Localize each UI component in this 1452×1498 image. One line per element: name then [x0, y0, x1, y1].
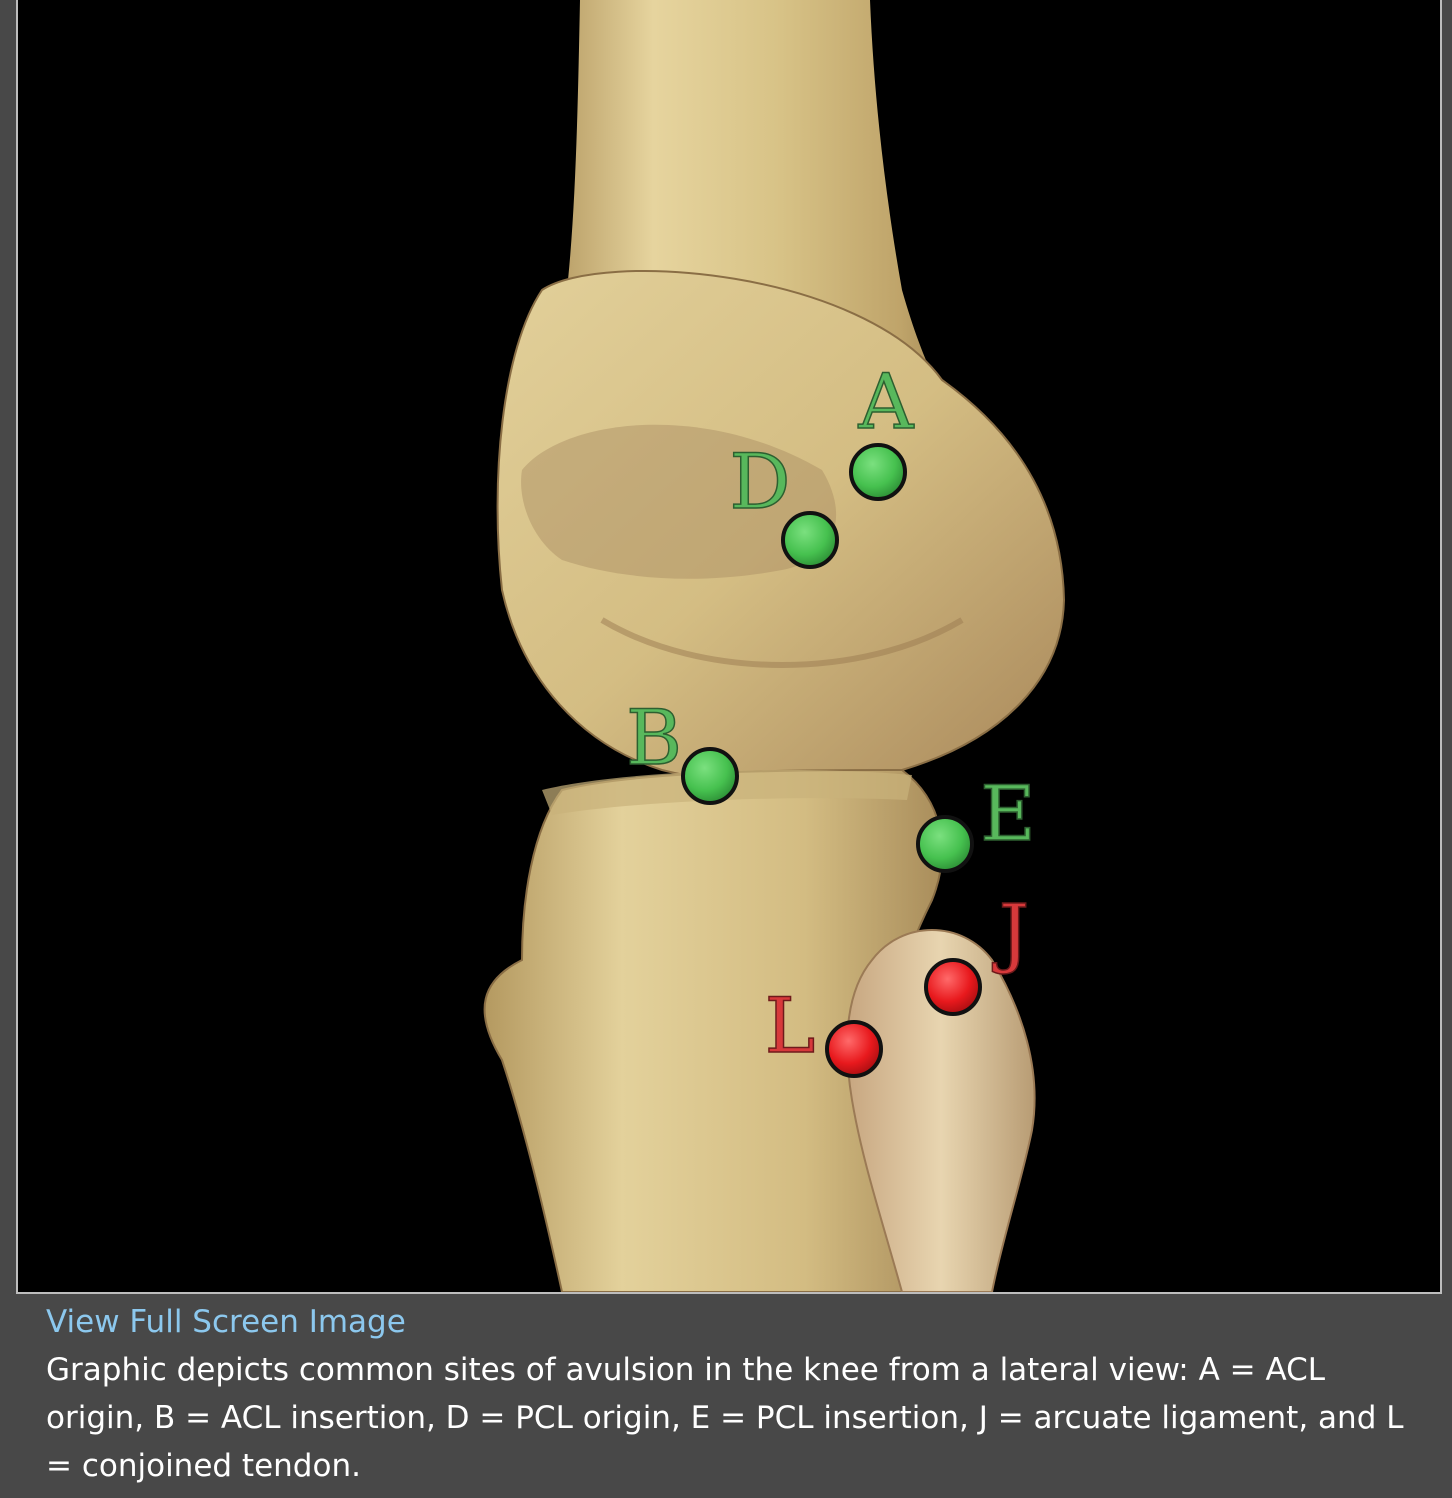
marker-D: D — [729, 436, 839, 569]
marker-A-label: A — [858, 357, 915, 446]
knee-illustration: A D B E J L — [483, 0, 1066, 1292]
marker-E: E — [916, 768, 1036, 873]
marker-A-dot — [849, 443, 907, 501]
fibula — [846, 929, 1036, 1292]
marker-B-label: B — [626, 693, 682, 782]
marker-A: A — [849, 356, 915, 501]
caption-description: Graphic depicts common sites of avulsion… — [46, 1352, 1404, 1484]
condyle-ridge — [600, 617, 964, 668]
marker-B: B — [625, 692, 739, 805]
condyle-shadow — [521, 424, 837, 579]
marker-L: L — [764, 980, 883, 1078]
marker-J-dot — [924, 958, 982, 1016]
marker-E-label: E — [980, 769, 1035, 858]
marker-D-dot — [781, 511, 839, 569]
view-full-screen-link[interactable]: View Full Screen Image — [46, 1304, 406, 1340]
marker-J-label: J — [992, 887, 1029, 976]
marker-L-dot — [825, 1020, 883, 1078]
marker-L-label: L — [765, 981, 815, 1070]
marker-B-dot — [681, 747, 739, 805]
marker-D-label: D — [730, 437, 791, 526]
femoral-condyle — [496, 270, 1066, 786]
figure-image[interactable]: A D B E J L — [16, 0, 1442, 1294]
marker-E-dot — [916, 815, 974, 873]
figure-caption: View Full Screen Image Graphic depicts c… — [46, 1298, 1426, 1490]
